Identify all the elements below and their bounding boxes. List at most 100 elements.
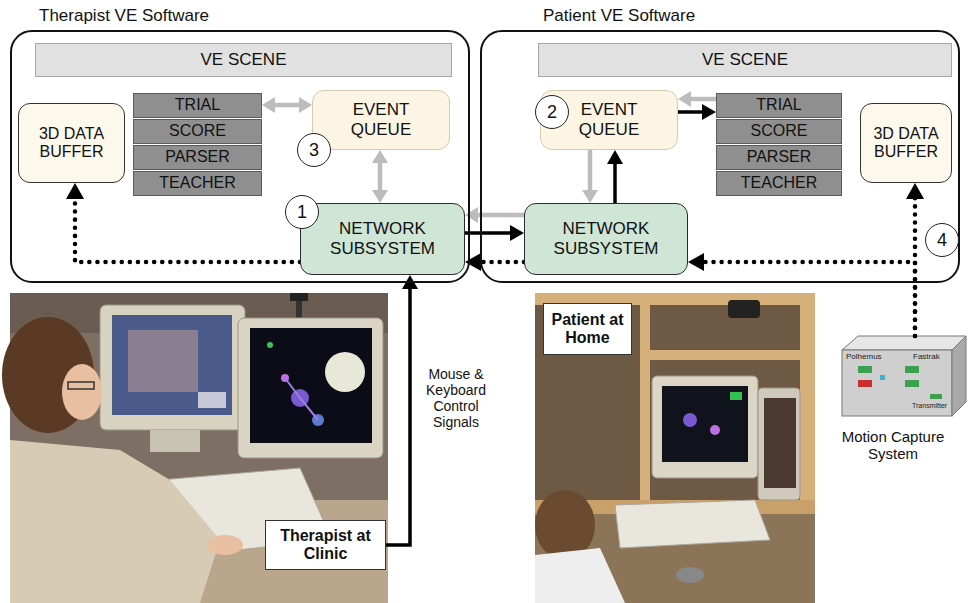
arrow-head	[688, 253, 704, 271]
data-stream-arrow	[465, 253, 524, 271]
buffer-box: 3D DATA BUFFER	[860, 103, 952, 183]
device-box: Motion Capture System	[842, 336, 966, 416]
control-arrow	[607, 150, 623, 203]
illustration-part	[290, 293, 308, 301]
illustration-part	[858, 380, 872, 387]
illustration-part	[728, 300, 760, 318]
node-label: Motion Capture System	[818, 428, 968, 463]
callout-number: 4	[925, 223, 959, 257]
illustration-part	[930, 394, 942, 399]
signal-label: Mouse & Keyboard Control Signals	[422, 366, 490, 430]
callout-number: 3	[297, 133, 331, 167]
arrow-head	[299, 97, 312, 113]
illustration-part	[952, 336, 966, 416]
illustration-part	[683, 413, 697, 427]
connector-line	[480, 260, 524, 265]
node-label: Therapist at Clinic	[278, 527, 374, 564]
scene-bar: VE SCENE	[538, 43, 952, 77]
illustration-part	[325, 352, 365, 392]
photo-caption-box: Patient at Home	[543, 303, 632, 355]
illustration-part	[730, 392, 742, 400]
illustration-part	[62, 364, 102, 420]
control-arrow	[678, 104, 716, 120]
network-box: NETWORK SUBSYSTEM	[524, 203, 688, 275]
callout-text: 2	[547, 102, 557, 123]
node-label: TEACHER	[741, 174, 817, 192]
software-panel: Therapist VE SoftwareVE SCENE3D DATA BUF…	[10, 30, 470, 283]
motion-capture-device	[842, 336, 966, 416]
connector-line	[477, 213, 524, 218]
illustration-part	[652, 376, 758, 478]
illustration-part	[858, 366, 872, 373]
panel-title: Patient VE Software	[540, 6, 698, 26]
node-label: SCORE	[751, 122, 808, 140]
illustration-part	[535, 490, 595, 560]
illustration-part	[238, 318, 383, 458]
callout-text: 3	[309, 140, 319, 161]
event-arrow	[582, 150, 598, 203]
illustration-part	[764, 398, 796, 488]
node-label: 3D DATA BUFFER	[39, 125, 105, 162]
node-label: EVENT QUEUE	[573, 100, 645, 139]
connector-line	[378, 162, 383, 191]
illustration-part	[68, 382, 94, 389]
node-label: TRIAL	[175, 96, 220, 114]
illustration-part	[150, 430, 200, 452]
connector-line	[386, 288, 410, 545]
illustration-part	[842, 336, 966, 350]
arrow-head	[607, 150, 623, 164]
illustration-part	[615, 500, 770, 548]
control-arrow	[465, 225, 524, 241]
callout-number: 1	[285, 195, 319, 229]
connector-line	[678, 110, 703, 114]
illustration-part	[267, 342, 273, 348]
data-stream-arrow	[688, 253, 915, 336]
node-label: TEACHER	[159, 174, 235, 192]
illustration-part	[800, 293, 815, 533]
illustration-part	[250, 328, 372, 443]
module-box: PARSER	[133, 145, 262, 170]
event-arrow	[372, 150, 388, 203]
node-label: PARSER	[747, 148, 812, 166]
callout-number: 2	[535, 95, 569, 129]
illustration-part	[842, 350, 952, 416]
scene-bar: VE SCENE	[35, 43, 452, 77]
therapist-photo	[2, 293, 388, 603]
module-box: SCORE	[133, 119, 262, 144]
connector-line	[690, 97, 716, 102]
connector-line	[274, 103, 300, 108]
device-label: Transmitter	[912, 402, 947, 409]
connector-line	[588, 150, 593, 191]
connector-line	[913, 198, 918, 336]
node-label: NETWORK SUBSYSTEM	[320, 219, 445, 258]
callout-text: 4	[937, 230, 947, 251]
photo-caption-box: Therapist at Clinic	[265, 520, 386, 570]
module-box: TEACHER	[133, 171, 262, 196]
connector-line	[465, 231, 511, 235]
node-label: SCORE	[169, 122, 226, 140]
arrow-head	[465, 253, 481, 271]
illustration-part	[676, 567, 704, 583]
illustration-part	[285, 378, 318, 420]
arrow-head	[372, 190, 388, 203]
software-panel: Patient VE SoftwareVE SCENE2EVENT QUEUET…	[480, 30, 960, 283]
connector-line	[613, 163, 617, 203]
arrow-head	[510, 225, 524, 241]
illustration-part	[758, 388, 800, 500]
node-label: NETWORK SUBSYSTEM	[544, 219, 669, 258]
arrow-head	[582, 190, 598, 203]
illustration-part	[535, 548, 625, 603]
illustration-part	[640, 350, 815, 360]
network-box: NETWORK SUBSYSTEM	[300, 203, 465, 275]
arrow-head	[372, 150, 388, 163]
module-box: TRIAL	[716, 93, 842, 118]
event-arrow	[465, 207, 524, 223]
arrow-head	[906, 183, 924, 199]
arrow-head	[702, 104, 716, 120]
node-label: PARSER	[165, 148, 230, 166]
arrow-head	[465, 207, 478, 223]
arrow-head	[262, 97, 275, 113]
illustration-part	[662, 386, 748, 462]
